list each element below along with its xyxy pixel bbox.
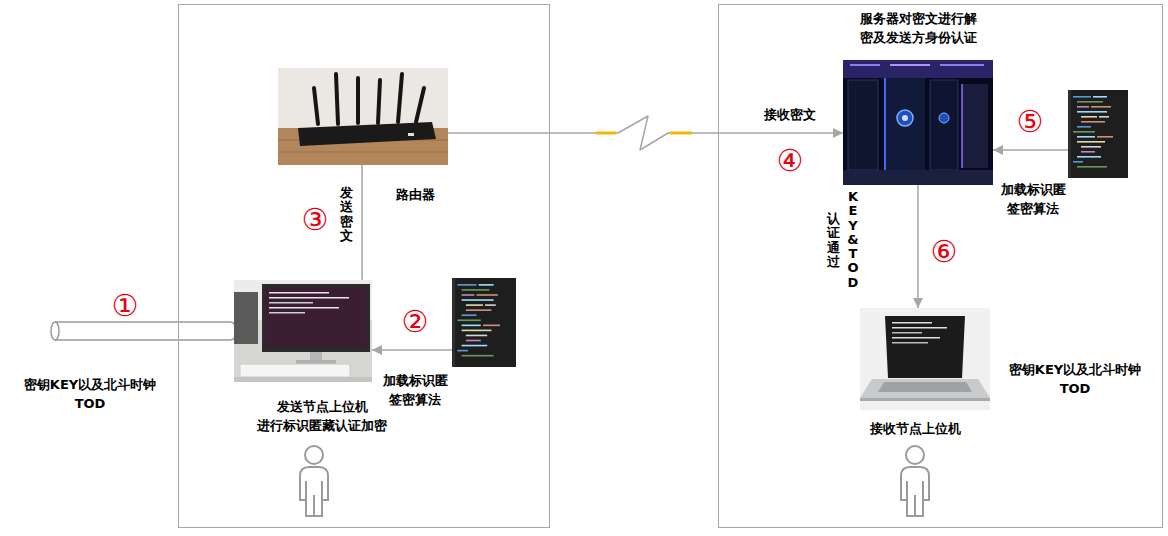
receiver-laptop-photo: [892, 327, 947, 329]
sender-pc-photo: [262, 284, 370, 352]
server-room-photo: [930, 80, 958, 170]
code-screenshot: [452, 278, 516, 367]
server-room-photo: [902, 115, 908, 121]
callout-number: ③: [302, 205, 329, 235]
node-caption: 服务器对密文进行解 密及发送方身份认证: [859, 10, 978, 48]
router-photo: [408, 133, 414, 136]
connector: [361, 165, 363, 280]
router-photo: [278, 68, 448, 130]
callout-number: ①: [112, 291, 139, 321]
receiver-laptop-photo: [892, 342, 928, 344]
server-room-photo: [848, 80, 878, 170]
callout-number: ⑥: [931, 237, 958, 267]
receiver-laptop-photo: [860, 308, 990, 410]
server-room-photo: [961, 84, 963, 168]
server-room-photo: [843, 60, 993, 78]
input-pipe: [51, 322, 236, 340]
server-room-photo: [940, 64, 984, 66]
node-caption: 加载标识匿 签密算法: [1000, 181, 1067, 219]
wireless-link-mark: [670, 132, 692, 135]
input-note: 密钥KEY以及北斗时钟 TOD: [1008, 361, 1143, 399]
server-room-photo: [850, 64, 880, 66]
router-photo: [278, 68, 448, 165]
server-room-photo: [897, 110, 913, 126]
sender-pc-photo: [240, 364, 350, 377]
server-room-photo: [843, 60, 993, 185]
node-caption: 加载标识匿 签密算法: [382, 372, 449, 410]
server-room-photo: [843, 60, 993, 185]
code-screenshot: [1068, 90, 1128, 178]
wireless-link-mark: [596, 132, 616, 135]
connector: [993, 149, 1068, 151]
algorithm-node: 加载标识匿 签密算法: [452, 278, 516, 367]
sender-pc-photo: [269, 307, 339, 309]
sender-pc-photo: [296, 360, 336, 364]
person-icon: [901, 446, 929, 516]
sender-pc-photo: [269, 297, 349, 299]
person-icon: [300, 446, 328, 516]
input-note: 密钥KEY以及北斗时钟 TOD: [23, 376, 158, 414]
callout-number: ④: [777, 146, 804, 176]
algorithm-node: 加载标识匿 签密算法: [1068, 90, 1128, 178]
input-pipe: [55, 322, 236, 340]
receiver-laptop-photo: [860, 398, 990, 401]
connector: [372, 349, 452, 351]
connector: [917, 185, 919, 308]
receiver-laptop-photo: [892, 337, 940, 339]
person-icon: [901, 446, 929, 516]
node-caption: 发送节点上位机 进行标识匿藏认证加密: [256, 398, 388, 436]
sender-pc-photo: [269, 292, 329, 294]
site-panel: 路由器发送节点上位机 进行标识匿藏认证加密加载标识匿 签密算法: [178, 4, 550, 528]
callout-number: ⑤: [1017, 107, 1044, 137]
router-photo: [298, 122, 436, 146]
server-room-photo: [890, 64, 930, 66]
person-icon: [300, 446, 328, 516]
edge-label: KEY&TOD: [847, 190, 860, 290]
sender-pc-photo: [234, 292, 258, 344]
server-room-photo: [885, 78, 925, 173]
receiver-laptop-photo: [892, 322, 932, 324]
wireless-link-mark: [596, 133, 692, 134]
receiver-laptop-photo: [878, 382, 972, 392]
sender-pc-photo: [234, 377, 372, 382]
server-room-photo: [884, 78, 886, 173]
server-room-photo: [939, 113, 949, 123]
router-photo: [314, 74, 424, 124]
sender-pc-node: 发送节点上位机 进行标识匿藏认证加密: [234, 280, 372, 382]
server-room-photo: [962, 84, 988, 168]
sender-pc-photo: [234, 280, 372, 382]
node-caption: 路由器: [395, 186, 436, 205]
edge-label: 发送密文: [340, 186, 353, 243]
receiver-laptop-photo: [860, 379, 990, 398]
server-node: 服务器对密文进行解 密及发送方身份认证: [843, 60, 993, 185]
input-pipe: [51, 322, 59, 340]
receiver-laptop-photo: [892, 332, 922, 334]
sender-pc-photo: [269, 312, 305, 314]
receiver-laptop-photo: [860, 308, 990, 410]
status-note: 认证通过: [827, 212, 840, 269]
sender-pc-photo: [310, 352, 322, 361]
receiver-laptop-node: 接收节点上位机: [860, 308, 990, 410]
edge-label: 接收密文: [763, 106, 817, 125]
receiver-laptop-photo: [885, 316, 965, 378]
code-screenshot: [452, 278, 516, 367]
node-caption: 接收节点上位机: [869, 420, 962, 439]
callout-number: ②: [402, 307, 429, 337]
server-room-photo: [843, 170, 993, 185]
code-screenshot: [1068, 90, 1128, 178]
sender-pc-photo: [265, 287, 367, 347]
sender-pc-photo: [269, 302, 313, 304]
router-node: 路由器: [278, 68, 448, 165]
sender-pc-photo: [234, 280, 372, 382]
